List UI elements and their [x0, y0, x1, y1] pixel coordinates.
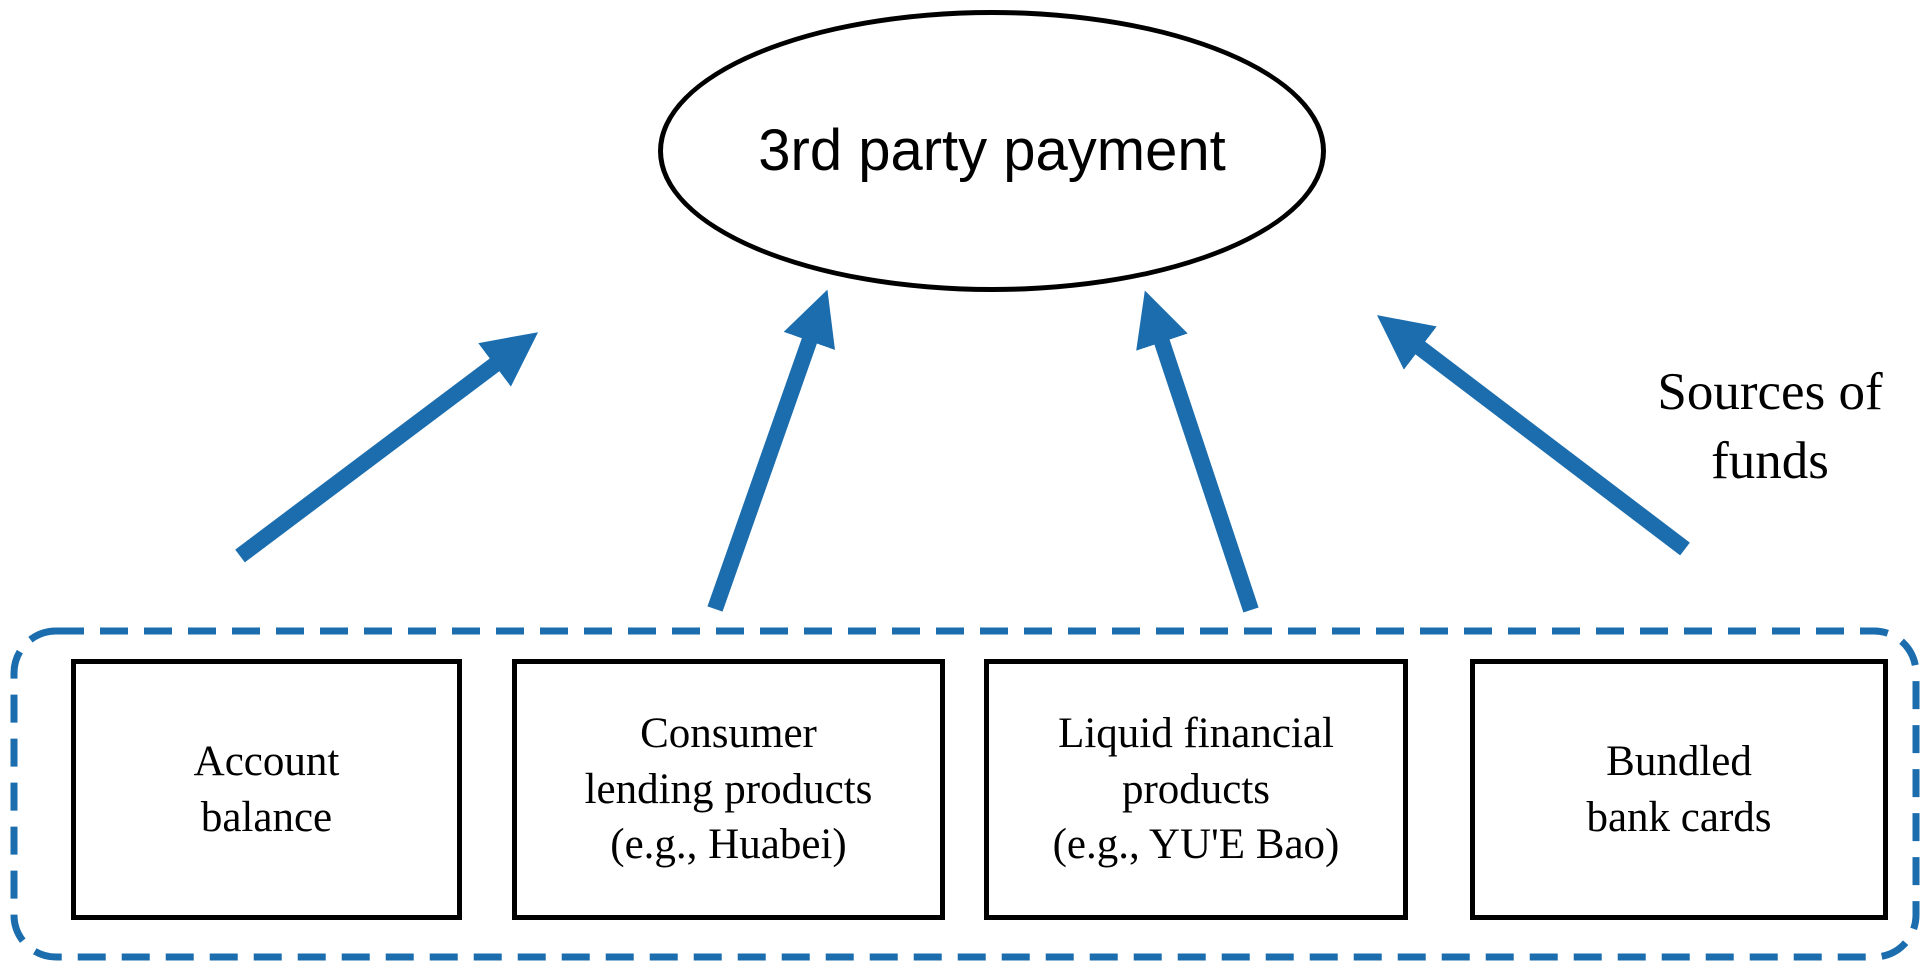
node-liquid-financial-products: Liquid financial products (e.g., YU'E Ba…	[984, 659, 1408, 920]
node-account-balance-label: Account balance	[193, 737, 340, 841]
arrow-from-consumer-lending	[707, 289, 836, 612]
arrow-from-liquid-financial	[1136, 290, 1259, 613]
node-3rd-party-payment: 3rd party payment	[658, 10, 1326, 292]
node-3rd-party-payment-label: 3rd party payment	[758, 117, 1226, 183]
node-liquid-financial-products-label: Liquid financial products (e.g., YU'E Ba…	[1052, 709, 1340, 869]
node-account-balance: Account balance	[71, 659, 462, 920]
sources-of-funds-label: Sources of funds	[1657, 363, 1883, 490]
node-consumer-lending-products: Consumer lending products (e.g., Huabei)	[512, 659, 945, 920]
arrow-from-account-balance	[235, 332, 539, 563]
node-bundled-bank-cards: Bundled bank cards	[1470, 659, 1888, 920]
node-consumer-lending-products-label: Consumer lending products (e.g., Huabei)	[584, 709, 873, 869]
node-bundled-bank-cards-label: Bundled bank cards	[1586, 737, 1772, 841]
